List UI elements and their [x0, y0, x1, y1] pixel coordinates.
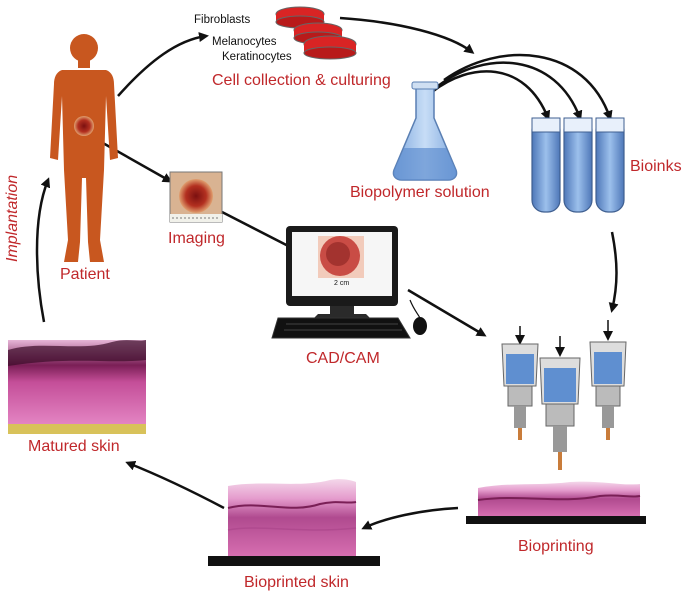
bioprinted-skin-label: Bioprinted skin — [244, 574, 349, 591]
bioprinting-label: Bioprinting — [518, 538, 594, 555]
arrow-patient-to-imaging — [93, 136, 173, 183]
fibroblasts-label: Fibroblasts — [194, 14, 251, 26]
arrow-implantation — [35, 177, 51, 323]
arrow-flask-to-tube1 — [431, 70, 551, 121]
patient-label: Patient — [60, 266, 110, 283]
arrow-computer-to-printer — [407, 288, 487, 337]
matured-skin-tissue — [8, 340, 146, 434]
bioprinting-tissue — [466, 481, 646, 524]
bioinks-label: Bioinks — [630, 158, 682, 175]
computer-workstation — [271, 226, 427, 339]
scale-bar-label: 2 cm — [334, 280, 350, 287]
imaging-label: Imaging — [168, 230, 225, 247]
arrow-patient-to-cells — [117, 32, 209, 97]
keratinocytes-label: Keratinocytes — [222, 51, 292, 63]
petri-dishes — [275, 6, 357, 60]
arrow-bioprinting-to-bioprinted — [361, 506, 459, 530]
biopolymer-label: Biopolymer solution — [350, 184, 490, 201]
patient-figure — [50, 34, 118, 262]
arrow-flask-to-tube3 — [443, 53, 613, 121]
melanocytes-label: Melanocytes — [212, 36, 277, 48]
flow-arrows — [35, 16, 619, 530]
arrow-bioprinted-to-matured — [125, 460, 225, 510]
bioprinter-heads — [501, 320, 627, 470]
arrow-flask-to-tube2 — [437, 61, 583, 121]
bioink-tubes — [531, 117, 625, 213]
cell-collection-label: Cell collection & culturing — [212, 72, 391, 89]
bioprinted-skin-tissue — [208, 479, 380, 566]
arrow-cells-to-tubes — [339, 16, 475, 54]
wound-photo — [169, 171, 223, 223]
implantation-label: Implantation — [4, 174, 21, 262]
erlenmeyer-flask — [392, 81, 458, 181]
arrow-tubes-to-printer — [608, 231, 619, 313]
matured-skin-label: Matured skin — [28, 438, 120, 455]
cadcam-label: CAD/CAM — [306, 350, 380, 367]
